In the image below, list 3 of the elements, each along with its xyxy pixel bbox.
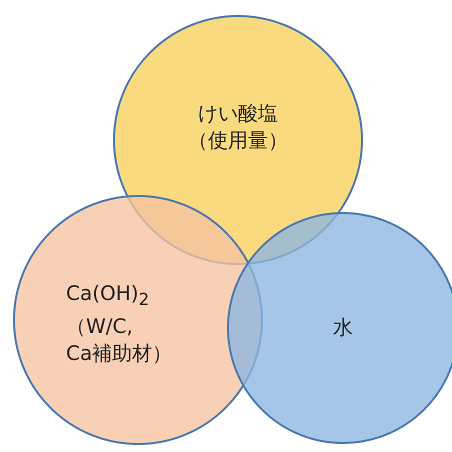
circle-label: Ca(OH)$_{2}$（W/C, Ca補助材） — [66, 280, 174, 367]
circle-label: けい酸塩（使用量） — [188, 100, 288, 154]
circle-label: 水 — [332, 314, 354, 341]
